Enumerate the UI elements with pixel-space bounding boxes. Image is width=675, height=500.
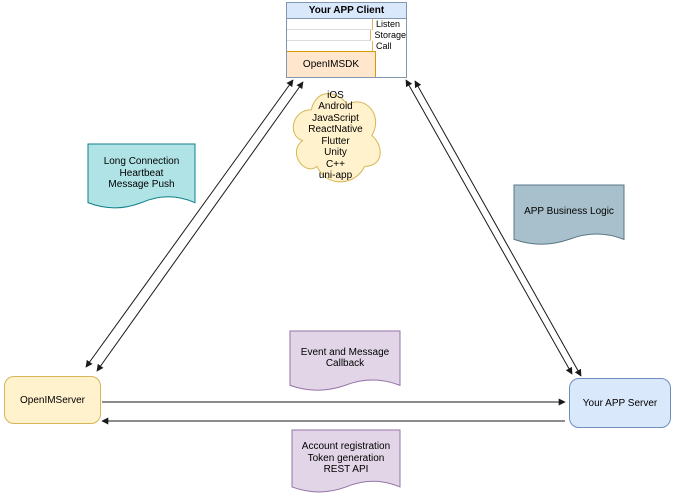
platform-item: uni-app	[318, 170, 353, 181]
callout-line: Long Connection	[103, 156, 180, 168]
callout-line: REST API	[323, 464, 369, 476]
client-row-label: Listen	[376, 19, 401, 29]
platform-item: Android	[318, 101, 353, 112]
callout-app-business-logic: APP Business Logic	[514, 185, 624, 249]
document-outline	[88, 144, 195, 208]
client-row-cell	[287, 30, 372, 41]
callout-text: Account registration Token generation RE…	[292, 430, 400, 487]
document-shape	[292, 430, 400, 497]
callout-line: Callback	[325, 358, 365, 370]
client-row: Listen	[287, 19, 406, 30]
platform-item: JavaScript	[312, 112, 359, 124]
callout-event-callback: Event and Message Callback	[290, 331, 400, 395]
arrow-client-appserver-2	[414, 80, 582, 377]
arrow-client-openimserver-2	[96, 81, 304, 372]
appserver-label: Your APP Server	[582, 397, 658, 409]
openimsdk-node: OpenIMSDK	[287, 51, 376, 77]
callout-text: Event and Message Callback	[290, 331, 400, 385]
arrow-client-openimserver-1	[85, 79, 294, 368]
platforms-cloud: iOS Android JavaScript ReactNative Flutt…	[287, 84, 384, 187]
app-client-title: Your APP Client	[287, 3, 406, 19]
callout-line: APP Business Logic	[524, 206, 614, 218]
platform-item: Unity	[324, 147, 347, 158]
document-outline	[290, 331, 400, 390]
callout-text: Long Connection Heartbeat Message Push	[88, 144, 195, 203]
callout-line: Message Push	[108, 179, 175, 191]
app-client-rows: Listen Storage Call	[287, 19, 406, 52]
openimserver-node: OpenIMServer	[4, 376, 101, 424]
appserver-node: Your APP Server	[569, 378, 671, 428]
app-client-node: Your APP Client Listen Storage Call Open…	[286, 2, 407, 78]
platform-item: C++	[326, 158, 345, 170]
cloud-outline	[293, 94, 380, 182]
document-shape	[514, 185, 624, 249]
document-outline	[292, 430, 400, 492]
platform-list: iOS Android JavaScript ReactNative Flutt…	[287, 84, 384, 187]
callout-line: Account registration	[301, 441, 391, 453]
cloud-shape	[287, 84, 384, 187]
document-shape	[290, 331, 400, 395]
callout-line: Token generation	[307, 452, 385, 464]
platform-item: Flutter	[321, 135, 350, 147]
openimsdk-label: OpenIMSDK	[302, 59, 360, 70]
callout-text: APP Business Logic	[514, 185, 624, 239]
client-row-label: Call	[376, 41, 392, 51]
callout-line: Event and Message	[300, 346, 390, 358]
callout-account-api: Account registration Token generation RE…	[292, 430, 400, 497]
callout-line: Heartbeat	[119, 167, 164, 179]
callout-long-connection: Long Connection Heartbeat Message Push	[88, 144, 195, 213]
document-outline	[514, 185, 624, 244]
client-row-cell	[287, 19, 373, 30]
platform-item: ReactNative	[308, 124, 363, 135]
client-row-label: Storage	[374, 30, 406, 40]
platform-item: iOS	[327, 89, 344, 101]
client-row: Storage	[287, 30, 406, 41]
openimserver-label: OpenIMServer	[19, 394, 86, 406]
document-shape	[88, 144, 195, 213]
